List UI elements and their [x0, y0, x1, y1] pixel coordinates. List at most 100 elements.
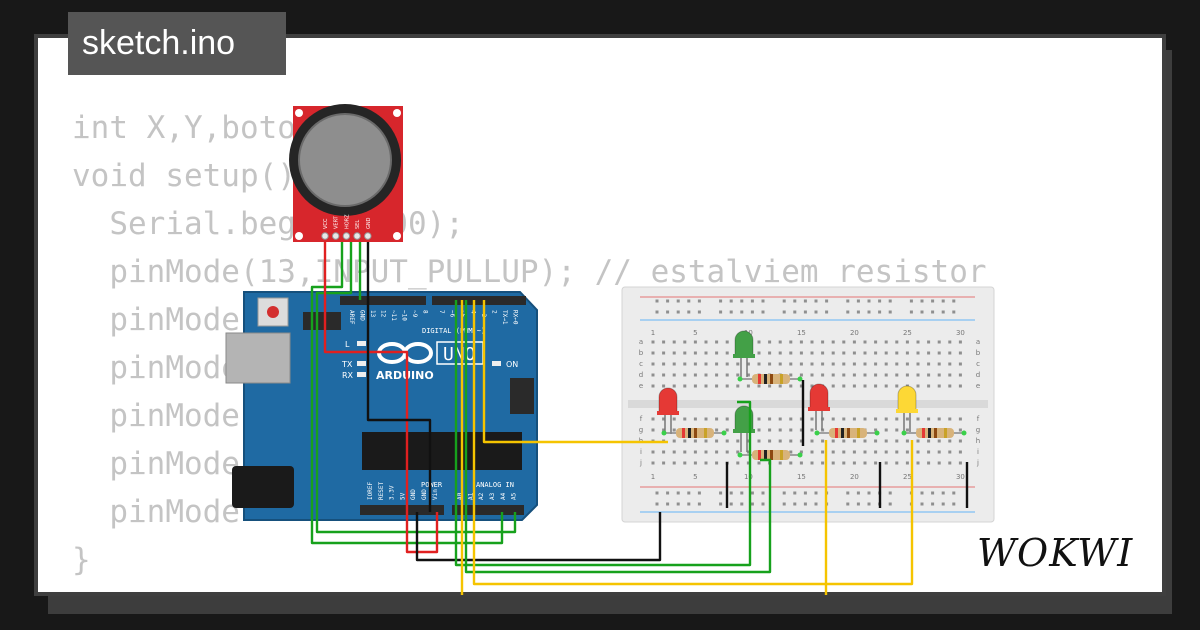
bottom-pin-label: GND	[421, 489, 428, 500]
bb-row-letter: b	[639, 349, 644, 357]
top-pin-label: 12	[380, 310, 387, 318]
file-tab[interactable]: sketch.ino	[68, 12, 286, 75]
power-header	[360, 505, 444, 515]
bb-row-letter: c	[639, 360, 643, 368]
bb-row-letter: g	[976, 426, 980, 434]
bb-col-number: 15	[797, 473, 806, 481]
resistor[interactable]	[814, 428, 880, 438]
bottom-pin-label: RESET	[378, 482, 385, 500]
code-line: pinMode(13,INPUT_PULLUP); // estalviem r…	[72, 254, 987, 290]
bb-row-letter: h	[976, 437, 980, 445]
bb-col-number: 15	[797, 329, 806, 337]
top-pin-label: 13	[369, 310, 376, 318]
led-green-1[interactable]	[733, 330, 755, 377]
bb-row-letter: j	[976, 459, 979, 467]
bottom-pin-label: A4	[500, 492, 507, 500]
breadboard: 115510101515202025253030aabbccddeeffgghh…	[621, 286, 995, 523]
top-pin-label: 8	[422, 310, 429, 314]
code-line: pinMode	[72, 446, 240, 482]
bb-row-letter: g	[639, 426, 643, 434]
code-line: pinMode	[72, 302, 240, 338]
top-pin-label: GND	[359, 310, 366, 321]
bb-row-letter: i	[977, 448, 979, 456]
code-line: pinMode	[72, 350, 240, 386]
bb-row-letter: c	[976, 360, 980, 368]
led-green-2[interactable]	[733, 405, 755, 452]
top-pin-label: 2	[491, 310, 498, 314]
resistor[interactable]	[737, 450, 803, 460]
joystick-pin	[353, 232, 361, 240]
tx-led	[357, 361, 366, 366]
top-pin-label: 7	[438, 310, 445, 314]
power-jack	[232, 466, 294, 508]
code-line: void loop() {	[72, 584, 987, 592]
top-pin-label: ~11	[390, 310, 397, 321]
code-line: pinMode	[72, 494, 240, 530]
bb-row-letter: e	[639, 382, 643, 390]
code-line: int X,Y,boto	[72, 110, 296, 146]
digital-header-2	[432, 296, 526, 305]
led-red-2[interactable]	[808, 383, 830, 430]
joystick-knob[interactable]	[298, 113, 392, 207]
bottom-pin-label: A0	[457, 492, 464, 500]
wokwi-logo-text: WOKWI	[977, 531, 1133, 574]
bb-row-letter: f	[640, 415, 643, 423]
bb-col-number: 25	[903, 329, 912, 337]
bottom-pin-label: A1	[467, 492, 474, 500]
joystick-pin-label: GND	[366, 217, 372, 229]
bb-col-number: 20	[850, 473, 859, 481]
top-pin-label: ~9	[411, 310, 418, 318]
bb-col-number: 25	[903, 473, 912, 481]
bottom-pin-label: A5	[511, 492, 518, 500]
led-yellow-1[interactable]	[896, 385, 918, 432]
microcontroller-chip	[362, 432, 522, 470]
l-led	[357, 341, 366, 346]
wires	[310, 238, 969, 595]
bottom-pin-label: Vin	[432, 489, 439, 500]
top-pin-label: RX←0	[512, 310, 519, 325]
on-led	[492, 361, 501, 366]
power-label: POWER	[421, 481, 443, 489]
resistor[interactable]	[737, 374, 803, 384]
rx-led	[357, 372, 366, 377]
bb-row-letter: f	[977, 415, 980, 423]
resistor[interactable]	[661, 428, 727, 438]
bb-col-number: 1	[651, 329, 655, 337]
icsp-header	[303, 312, 341, 330]
bb-col-number: 5	[693, 329, 697, 337]
bb-row-letter: e	[976, 382, 980, 390]
joystick-pin	[342, 232, 351, 240]
bottom-pin-label: 5V	[399, 492, 406, 500]
bb-row-letter: b	[976, 349, 981, 357]
top-pin-label: TX→1	[501, 310, 508, 325]
bb-col-number: 1	[651, 473, 655, 481]
digital-header-1	[340, 296, 426, 305]
bottom-pin-label: IOREF	[367, 482, 374, 500]
bottom-pin-label: GND	[410, 489, 417, 500]
led-red-1[interactable]	[657, 387, 679, 434]
joystick-pin-label: VCC	[323, 218, 329, 229]
l-led-label: L	[345, 340, 350, 349]
bb-row-letter: a	[976, 338, 980, 346]
file-tab-label: sketch.ino	[82, 24, 236, 62]
tx-label: TX	[341, 360, 353, 369]
digital-label: DIGITAL (PWM ~)	[422, 327, 485, 335]
bb-col-number: 10	[744, 473, 753, 481]
code-line: Serial.begin(9600);	[72, 206, 464, 242]
bb-col-number: 30	[956, 329, 965, 337]
resistor[interactable]	[901, 428, 967, 438]
bb-col-number: 20	[850, 329, 859, 337]
joystick-pin-label: HORZ	[344, 214, 350, 229]
joystick-pin	[364, 232, 372, 240]
reset-button-cap[interactable]	[267, 306, 279, 318]
analog-header	[452, 505, 524, 515]
brand-label: ARDUINO	[376, 369, 434, 382]
bb-row-letter: i	[640, 448, 642, 456]
bb-row-letter: a	[639, 338, 643, 346]
joystick-pin-label: SEL	[355, 220, 361, 229]
bb-row-letter: d	[976, 371, 980, 379]
